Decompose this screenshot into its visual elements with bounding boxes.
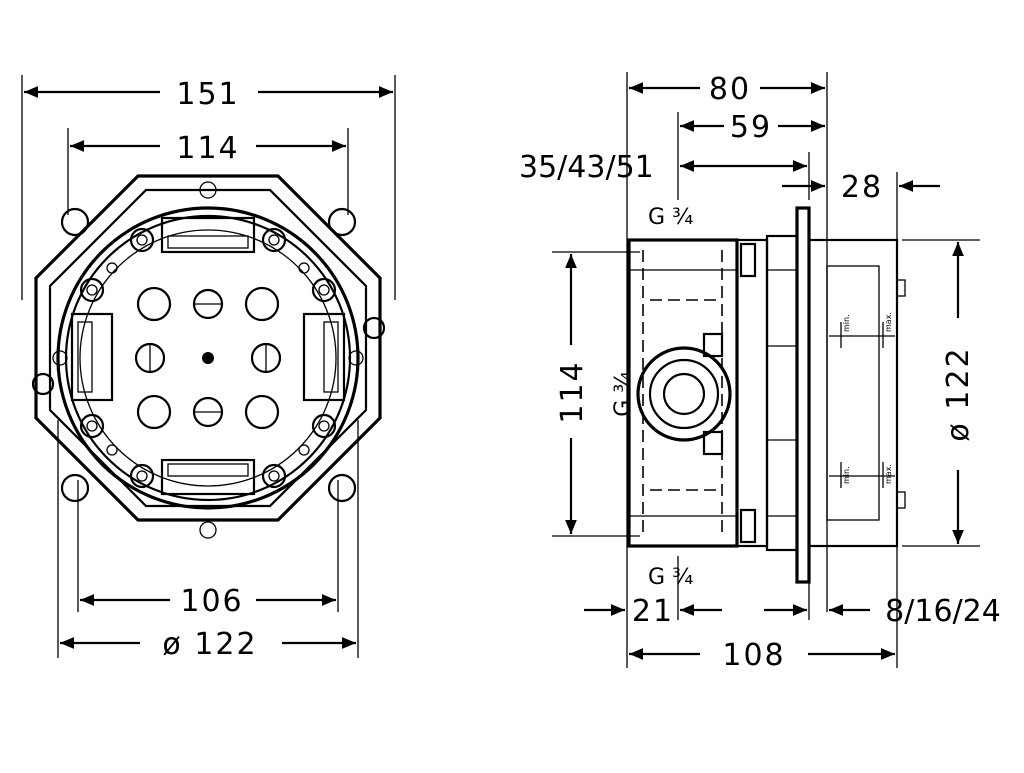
mounting-ear <box>362 316 386 340</box>
clamp-top <box>160 216 256 254</box>
side-port-inner <box>662 372 706 416</box>
housing-body <box>627 238 739 548</box>
dim-side-diameter: ø 122 <box>941 346 976 441</box>
outer-ring <box>56 206 360 510</box>
thread-label-top: G ¾ <box>648 205 693 230</box>
dim-extension: 8/16/24 <box>885 594 1001 629</box>
min-mark-top: min. <box>842 314 851 332</box>
max-mark-bottom: max. <box>884 464 893 484</box>
mounting-ear <box>327 473 357 503</box>
front-view: 151 114 106 ø 122 <box>21 75 396 662</box>
cover-tab-bottom <box>896 491 906 509</box>
cover-tab-top <box>896 279 906 297</box>
dim-depth-variants: 35/43/51 <box>519 150 654 185</box>
mounting-ear <box>327 207 357 237</box>
dim-mounting-width: 114 <box>176 131 239 166</box>
mounting-ear <box>60 473 90 503</box>
front-extension-lines <box>21 75 396 658</box>
inner-ring <box>64 214 352 502</box>
side-port-mid <box>648 358 720 430</box>
min-mark-bottom: min. <box>842 466 851 484</box>
center-point <box>202 352 214 364</box>
dim-depth-inner: 59 <box>730 110 772 145</box>
ring-step <box>79 229 337 487</box>
outer-octagon <box>34 174 382 522</box>
dim-front-diameter: ø 122 <box>162 627 257 662</box>
dim-depth: 80 <box>709 72 751 107</box>
cover-inner <box>826 265 880 521</box>
side-view: 80 59 35/43/51 28 114 ø 122 21 8/16/24 1… <box>519 72 1001 673</box>
clamp-left-inner <box>77 321 93 393</box>
cover-body <box>807 238 899 548</box>
front-dimension-lines <box>24 86 393 649</box>
clamp-bottom-inner <box>167 463 249 477</box>
max-mark-top: max. <box>884 312 893 332</box>
mounting-box-front <box>31 174 386 539</box>
thread-label-side: G ¾ <box>611 371 636 416</box>
clamp-right <box>302 312 346 402</box>
mounting-plate <box>795 206 811 584</box>
clamp-left <box>70 312 114 402</box>
dim-height: 114 <box>555 360 590 423</box>
port-grid <box>134 286 282 430</box>
mounting-ear <box>60 207 90 237</box>
mounting-ear <box>31 372 55 396</box>
dim-total-depth: 108 <box>722 638 785 673</box>
clamp-top-inner <box>167 235 249 249</box>
inner-octagon <box>48 188 368 508</box>
side-dimension-lines <box>565 82 964 660</box>
side-port-outer <box>636 346 732 442</box>
dim-offset: 21 <box>632 594 674 629</box>
dim-hole-spacing: 106 <box>180 584 243 619</box>
screw-bosses <box>52 181 364 539</box>
housing-flange <box>765 234 799 552</box>
dim-cover-depth: 28 <box>841 170 883 205</box>
thread-label-bottom: G ¾ <box>648 565 693 590</box>
mounting-box-side: min. max. min. max. <box>627 206 906 584</box>
clamp-right-inner <box>323 321 339 393</box>
clamp-bottom <box>160 458 256 496</box>
housing-step <box>735 238 769 548</box>
dim-overall-width: 151 <box>176 77 239 112</box>
